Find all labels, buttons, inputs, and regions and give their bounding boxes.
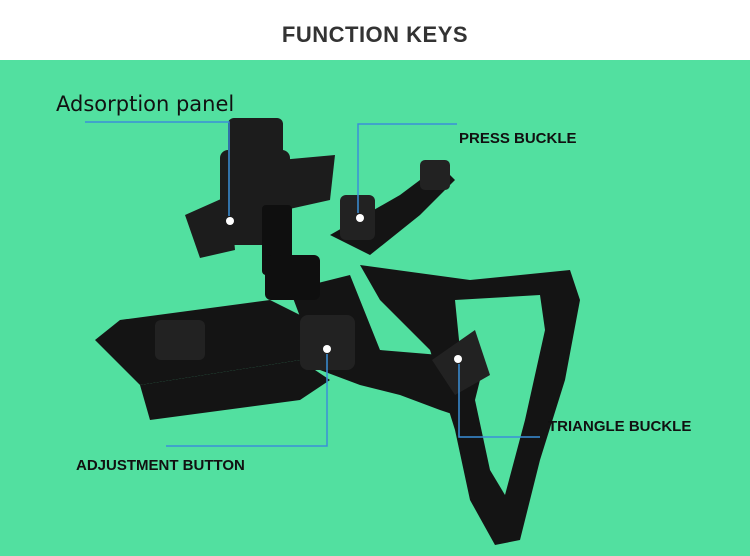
- dot-adjustment: [323, 345, 331, 353]
- leader-lines: [85, 121, 540, 447]
- dot-adsorption: [226, 217, 234, 225]
- clamp-arm-right: [280, 155, 335, 210]
- buckles: [155, 160, 490, 395]
- green-band-main: [0, 60, 750, 556]
- leader-adjustment: [166, 354, 328, 447]
- label-triangle-buckle: TRIANGLE BUCKLE: [548, 418, 692, 435]
- leader-adsorption: [85, 121, 230, 216]
- leader-press: [357, 123, 457, 213]
- triangle-buckle: [432, 330, 490, 395]
- indicator-dots: [226, 214, 462, 363]
- leader-triangle: [458, 364, 540, 438]
- label-adjustment-button: ADJUSTMENT BUTTON: [76, 457, 245, 474]
- label-press-buckle: PRESS BUCKLE: [459, 130, 577, 147]
- page-title: FUNCTION KEYS: [281, 22, 469, 47]
- clamp-arm-left: [185, 195, 235, 258]
- left-lower-strap: [95, 300, 330, 385]
- phone-clamp: [185, 118, 335, 300]
- adjustment-buckle: [300, 315, 355, 370]
- center-strap: [290, 275, 480, 420]
- dot-triangle: [454, 355, 462, 363]
- bottom-left-strap: [140, 360, 330, 420]
- mount-base: [265, 255, 320, 300]
- top-right-slider: [420, 160, 450, 190]
- label-adsorption-panel: Adsorption panel: [56, 92, 235, 116]
- dot-press: [356, 214, 364, 222]
- left-slider: [155, 320, 205, 360]
